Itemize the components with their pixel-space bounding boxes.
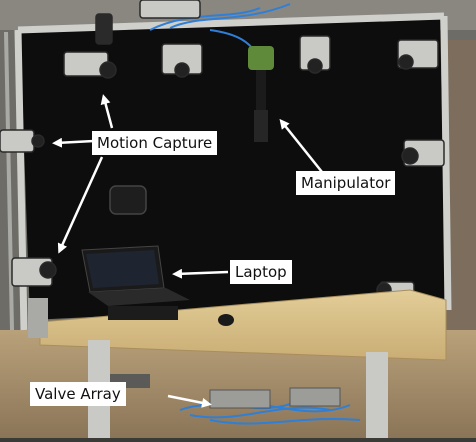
camera-top-left-mount xyxy=(95,13,113,45)
black-backdrop xyxy=(20,18,446,320)
arrow-mocap-left xyxy=(52,137,95,148)
camera-right-upper xyxy=(397,39,439,70)
camera-top-center xyxy=(161,43,203,78)
arrow-laptop xyxy=(172,268,229,279)
manipulator xyxy=(248,46,274,142)
arrow-manipulator xyxy=(279,118,323,173)
camera-top-silver xyxy=(139,0,201,19)
motion-capture-label: Motion Capture xyxy=(92,131,218,155)
laptop xyxy=(81,245,190,320)
camera-top-right xyxy=(299,35,331,74)
camera-left-middle xyxy=(0,129,45,153)
camera-center-dark xyxy=(109,185,147,215)
arrow-valve xyxy=(167,394,212,408)
valve-array-label: Valve Array xyxy=(30,382,126,406)
valve-array xyxy=(110,374,341,409)
camera-left-lower xyxy=(11,257,57,287)
mouse xyxy=(218,314,234,326)
arrow-mocap-down xyxy=(57,156,104,254)
laptop-label: Laptop xyxy=(230,260,292,284)
motion-capture-cameras xyxy=(0,0,445,309)
arrow-mocap-up xyxy=(100,94,114,129)
manipulator-label: Manipulator xyxy=(296,171,396,195)
table xyxy=(28,289,447,438)
annotation-arrows xyxy=(52,94,323,408)
camera-right-middle xyxy=(401,139,445,167)
camera-top-left xyxy=(63,51,117,79)
